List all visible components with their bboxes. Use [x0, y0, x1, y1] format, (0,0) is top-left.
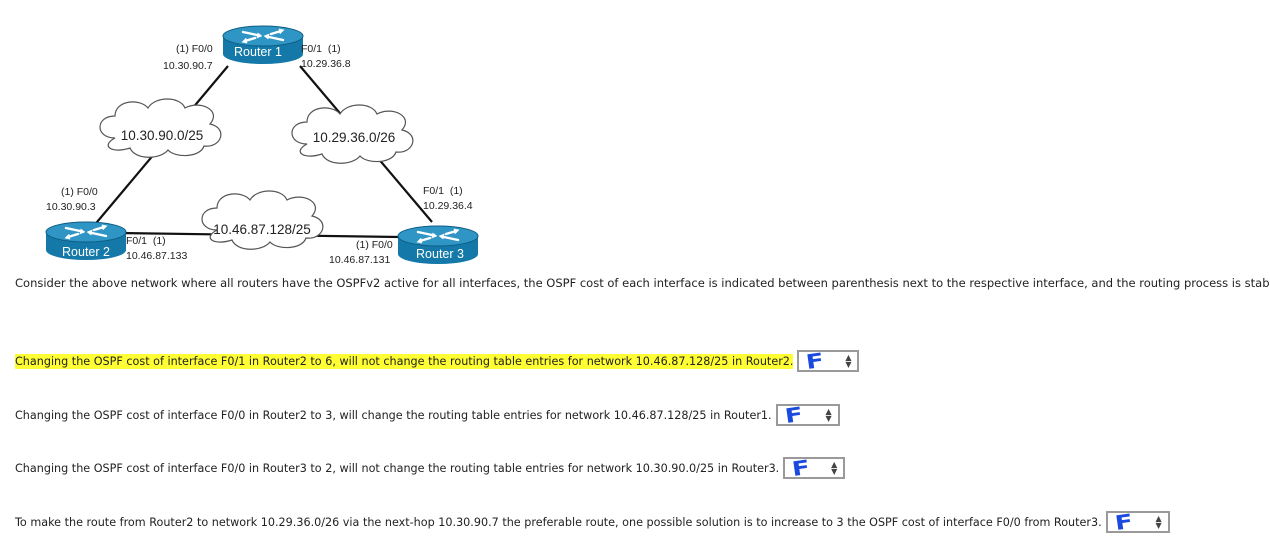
r2-if-right: F0/1 (1) — [126, 235, 166, 247]
r3-ip-top: 10.29.36.4 — [423, 200, 473, 212]
cloud-right-label: 10.29.36.0/26 — [313, 130, 396, 145]
r3-if-left: (1) F0/0 — [356, 239, 393, 251]
question-4: To make the route from Router2 to networ… — [15, 508, 1170, 536]
question-3-text: Changing the OSPF cost of interface F0/0… — [15, 461, 780, 475]
up-down-arrows-icon: ▲▼ — [831, 460, 838, 476]
handwritten-answer: F — [1113, 508, 1134, 536]
r2-if-top: (1) F0/0 — [61, 186, 98, 198]
answer-select-4[interactable]: F ▲▼ — [1105, 508, 1170, 536]
answer-select-1[interactable]: F ▲▼ — [797, 347, 860, 375]
cloud-bottom-label: 10.46.87.128/25 — [213, 222, 311, 237]
up-down-arrows-icon: ▲▼ — [825, 407, 832, 423]
r1-ip-left: 10.30.90.7 — [163, 60, 213, 72]
r1-ip-right: 10.29.36.8 — [301, 58, 351, 70]
router-3-name: Router 3 — [416, 247, 464, 261]
r3-ip-left: 10.46.87.131 — [329, 254, 390, 266]
handwritten-answer: F — [790, 454, 812, 482]
r2-ip-right: 10.46.87.133 — [126, 250, 187, 262]
network-diagram: 10.30.90.0/25 10.29.36.0/26 10.46.87.128… — [44, 24, 480, 266]
r1-if-right: F0/1 (1) — [301, 43, 341, 55]
up-down-arrows-icon: ▲▼ — [1155, 514, 1162, 530]
handwritten-answer: F — [804, 347, 826, 375]
answer-select-3[interactable]: F ▲▼ — [783, 454, 846, 482]
question-3: Changing the OSPF cost of interface F0/0… — [15, 454, 846, 482]
question-1-text: Changing the OSPF cost of interface F0/1… — [15, 353, 794, 369]
r2-ip-top: 10.30.90.3 — [46, 201, 96, 213]
answer-select-2[interactable]: F ▲▼ — [775, 401, 840, 429]
question-intro: Consider the above network where all rou… — [15, 276, 1270, 290]
router-2-name: Router 2 — [62, 245, 110, 259]
cloud-left-label: 10.30.90.0/25 — [121, 128, 204, 143]
r1-if-left: (1) F0/0 — [176, 43, 213, 55]
question-4-text: To make the route from Router2 to networ… — [15, 515, 1102, 529]
cloud-bottom — [201, 190, 324, 250]
question-2-text: Changing the OSPF cost of interface F0/0… — [15, 408, 772, 422]
up-down-arrows-icon: ▲▼ — [845, 353, 852, 369]
r3-if-top: F0/1 (1) — [423, 185, 463, 197]
question-2: Changing the OSPF cost of interface F0/0… — [15, 401, 840, 429]
handwritten-answer: F — [782, 401, 804, 429]
router-1-name: Router 1 — [234, 45, 282, 59]
question-1: Changing the OSPF cost of interface F0/1… — [15, 347, 860, 375]
